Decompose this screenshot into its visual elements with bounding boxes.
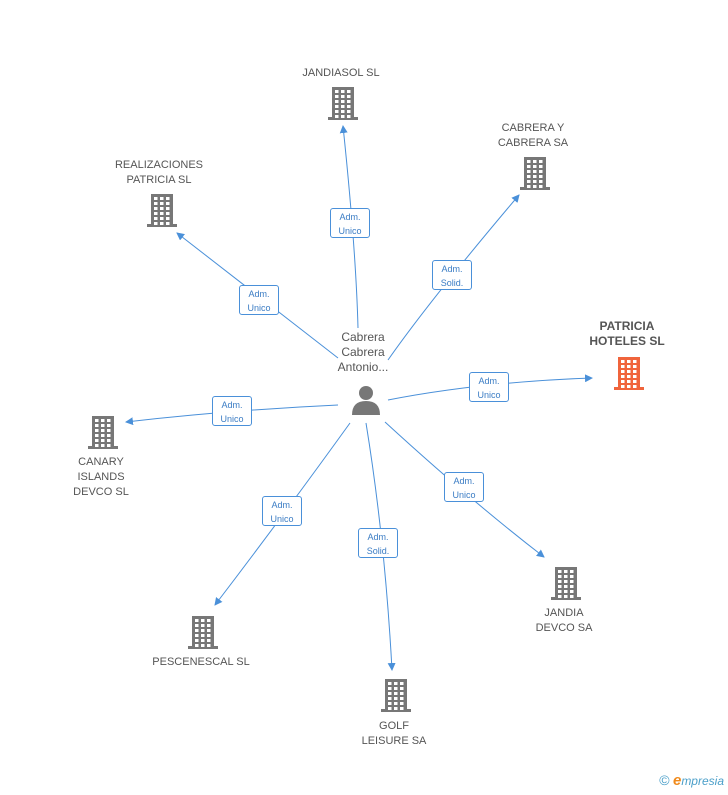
- company-label-cabrera-y-cabrera[interactable]: CABRERA Y CABRERA SA: [497, 122, 569, 149]
- company-label-canary-islands-devco[interactable]: CANARY ISLANDS DEVCO SL: [73, 456, 129, 498]
- company-label-pescenescal[interactable]: PESCENESCAL SL: [152, 656, 250, 668]
- building-icon[interactable]: [551, 567, 581, 600]
- brand-name: mpresia: [681, 774, 724, 788]
- building-icon[interactable]: [328, 87, 358, 120]
- relation-badge-canary-islands-devco[interactable]: Adm. Unico: [212, 396, 252, 426]
- relation-badge-realizaciones-patricia[interactable]: Adm. Unico: [239, 285, 279, 315]
- highlight-building-icon[interactable]: [614, 357, 644, 390]
- building-icon[interactable]: [88, 416, 118, 449]
- relation-badge-cabrera-y-cabrera[interactable]: Adm. Solid.: [432, 260, 472, 290]
- person-icon[interactable]: [352, 386, 380, 415]
- company-label-golf-leisure[interactable]: GOLF LEISURE SA: [361, 720, 427, 747]
- company-label-realizaciones-patricia[interactable]: REALIZACIONES PATRICIA SL: [114, 159, 204, 186]
- relation-badge-patricia-hoteles[interactable]: Adm. Unico: [469, 372, 509, 402]
- relation-badge-golf-leisure[interactable]: Adm. Solid.: [358, 528, 398, 558]
- relation-badge-pescenescal[interactable]: Adm. Unico: [262, 496, 302, 526]
- footer-brand: © empresia: [659, 772, 724, 789]
- company-label-jandiasol[interactable]: JANDIASOL SL: [302, 67, 380, 79]
- edge-jandiasol: [339, 125, 359, 329]
- company-label-jandia-devco[interactable]: JANDIA DEVCO SA: [535, 607, 593, 634]
- building-icon[interactable]: [188, 616, 218, 649]
- building-icon[interactable]: [520, 157, 550, 190]
- brand-e-logo: e: [672, 772, 682, 789]
- company-label-patricia-hoteles[interactable]: PATRICIA HOTELES SL: [589, 319, 665, 348]
- relation-badge-jandia-devco[interactable]: Adm. Unico: [444, 472, 484, 502]
- building-icon[interactable]: [381, 679, 411, 712]
- building-icon[interactable]: [147, 194, 177, 227]
- relation-badge-jandiasol[interactable]: Adm. Unico: [330, 208, 370, 238]
- person-label[interactable]: Cabrera Cabrera Antonio...: [337, 330, 389, 374]
- copyright-symbol: ©: [659, 772, 670, 788]
